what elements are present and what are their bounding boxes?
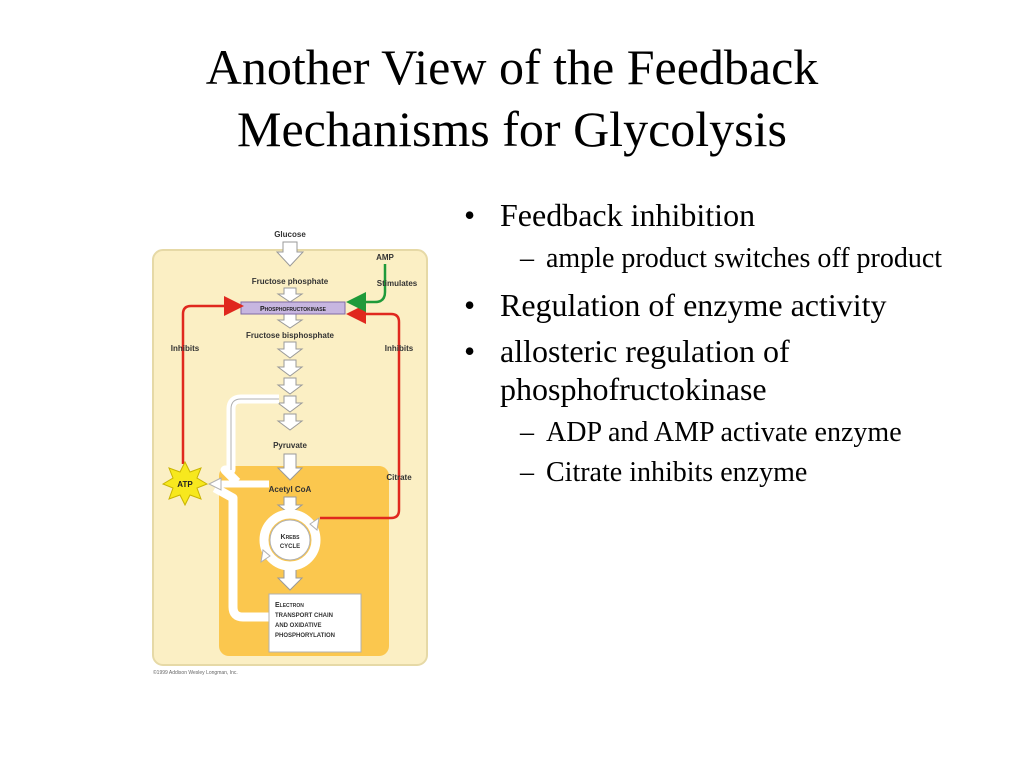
- krebs-cycle-ring: [259, 509, 321, 571]
- glycolysis-chevron-stack: [276, 341, 304, 431]
- atp-star: [161, 460, 209, 507]
- right-citrate-inhibition-arrow: [320, 304, 401, 520]
- atp-label: ATP: [177, 480, 193, 489]
- acetyl-coa-label: Acetyl CoA: [269, 485, 312, 494]
- sub-bullet-item: ample product switches off product: [464, 242, 1004, 276]
- etc-label-line3: and oxidative: [275, 623, 322, 629]
- fructose-to-enzyme-arrow: [276, 287, 304, 303]
- acetyl-to-krebs-arrow: [276, 496, 304, 515]
- amp-stimulation-arrow: [346, 264, 387, 312]
- bullet-item: Regulation of enzyme activity: [464, 286, 1004, 324]
- sub-bullet-item: ADP and AMP activate enzyme: [464, 416, 1004, 450]
- inhibits-right-label: Inhibits: [385, 344, 414, 353]
- copyright-label: ©1999 Addison Wesley Longman, Inc.: [153, 669, 238, 676]
- inhibits-left-label: Inhibits: [171, 344, 200, 353]
- glycolysis-feedback-diagram: Glucose Fructose phosphate Phosphofructo…: [152, 230, 428, 676]
- etc-label-line1: Electron: [275, 602, 304, 609]
- etc-atp-return-arrow: [212, 484, 269, 622]
- bullet-item: allosteric regulation of phosphofructoki…: [464, 332, 1004, 408]
- glucose-label: Glucose: [274, 230, 306, 239]
- krebs-label-line1: Krebs: [281, 534, 301, 541]
- glucose-to-fructose-arrow: [275, 241, 305, 267]
- left-atp-inhibition-arrow: [181, 296, 244, 464]
- citrate-label: Citrate: [386, 473, 412, 482]
- bullet-item: Feedback inhibition: [464, 196, 1004, 234]
- enzyme-to-bisphosphate-arrow: [276, 313, 304, 329]
- amp-label: AMP: [376, 253, 394, 262]
- sub-bullet-item: Citrate inhibits enzyme: [464, 456, 1004, 490]
- phosphofructokinase-label: Phosphofructokinase: [260, 306, 327, 313]
- bullet-list: Feedback inhibition ample product switch…: [464, 196, 1004, 496]
- stimulates-label: Stimulates: [377, 279, 418, 288]
- etc-label-line2: transport chain: [275, 613, 333, 619]
- title-line-1: Another View of the Feedback: [205, 39, 819, 95]
- title-line-2: Mechanisms for Glycolysis: [237, 101, 787, 157]
- fructose-bisphosphate-label: Fructose bisphosphate: [246, 331, 335, 340]
- fructose-phosphate-label: Fructose phosphate: [252, 277, 329, 286]
- krebs-label-line2: cycle: [280, 544, 300, 550]
- pyruvate-label: Pyruvate: [273, 441, 307, 450]
- pyruvate-to-acetyl-arrow: [276, 453, 304, 481]
- etc-label-line4: phosphorylation: [275, 633, 335, 639]
- etc-box: [268, 593, 362, 653]
- slide-title: Another View of the Feedback Mechanisms …: [0, 36, 1024, 160]
